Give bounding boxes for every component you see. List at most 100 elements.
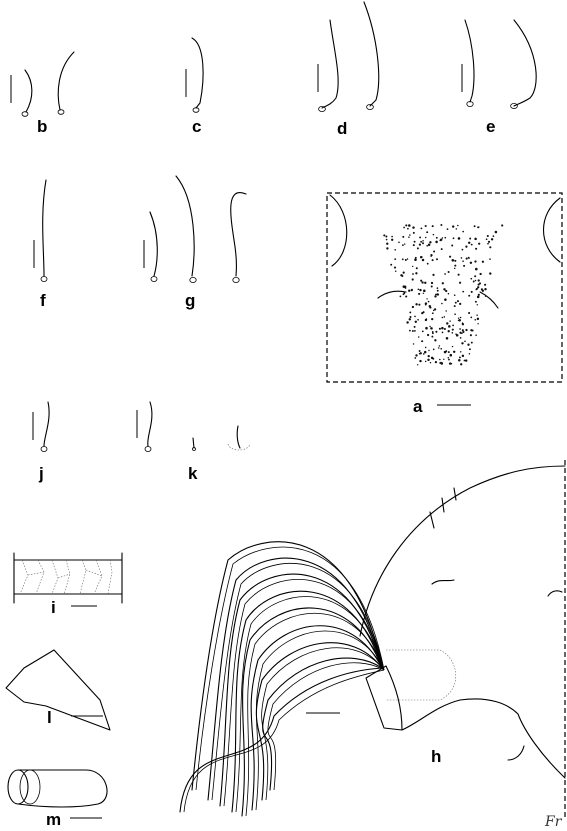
- panel-m: m: [7, 769, 108, 829]
- pore-dot: [420, 256, 423, 258]
- pore-dot: [474, 318, 477, 321]
- filament-7: [255, 642, 383, 801]
- pore-dot: [418, 350, 421, 352]
- panel-label-f: f: [40, 291, 46, 310]
- body-outline-h: [359, 465, 566, 637]
- pore-dot: [443, 288, 446, 291]
- pore-dot: [433, 308, 437, 311]
- pore-dot: [390, 263, 393, 266]
- pore-dot: [411, 278, 414, 281]
- pore-dot: [446, 228, 449, 230]
- pore-dot: [431, 225, 434, 228]
- pore-dot: [444, 298, 447, 301]
- pore-dot: [462, 260, 464, 262]
- seta-drawing-d1: [321, 19, 339, 109]
- pore-dot: [480, 288, 483, 291]
- pore-dot: [465, 245, 468, 248]
- pore-dot: [470, 329, 473, 332]
- pore-dot: [465, 328, 468, 332]
- seta-drawing-j: [43, 401, 50, 447]
- pore-dot: [461, 342, 464, 345]
- pore-dot: [474, 237, 477, 241]
- pore-dot: [438, 358, 441, 361]
- filament-inner-4: [235, 596, 385, 813]
- pore-dot: [424, 281, 427, 284]
- filament-inner-5: [245, 612, 385, 817]
- pore-dot: [420, 240, 423, 243]
- pore-dot: [439, 238, 443, 241]
- pore-dot: [406, 258, 409, 260]
- pore-dot: [441, 326, 444, 330]
- filament-bundle: [179, 541, 385, 817]
- pore-dot: [445, 289, 448, 293]
- filament-inner-8: [267, 662, 385, 791]
- pore-dot: [424, 360, 427, 363]
- pore-dot: [452, 350, 456, 354]
- pore-dot: [431, 312, 434, 315]
- seta-drawing-g2: [175, 175, 195, 277]
- pore-dot: [431, 335, 434, 338]
- pore-dot: [414, 315, 416, 318]
- pore-dot: [419, 352, 422, 355]
- seta-drawing-k3: [236, 425, 241, 449]
- pore-dot: [420, 279, 423, 282]
- pore-dot: [418, 243, 421, 246]
- panel-e: e: [461, 19, 537, 136]
- pore-dot: [436, 258, 438, 261]
- pore-dot: [441, 237, 444, 239]
- pore-dot: [429, 361, 432, 364]
- pore-dot: [456, 300, 460, 303]
- pore-dot: [408, 236, 410, 238]
- pore-dot: [441, 282, 444, 285]
- pore-dot: [429, 325, 431, 328]
- panel-d: d: [317, 1, 380, 138]
- pore-dot: [443, 350, 447, 354]
- panel-label-i: i: [51, 598, 56, 617]
- seta-drawing-g1: [149, 211, 158, 277]
- pore-dot: [477, 293, 480, 296]
- pore-dot: [432, 233, 435, 236]
- pore-dot: [469, 261, 473, 265]
- pore-dot: [444, 273, 446, 275]
- pore-dot: [475, 247, 478, 250]
- pore-dot: [470, 277, 473, 280]
- pore-dot: [394, 258, 397, 261]
- seta-socket-d1: [318, 106, 326, 113]
- pore-dot: [467, 343, 470, 346]
- pore-dot: [460, 257, 463, 259]
- tube-base-h: [365, 665, 403, 731]
- panel-label-a: a: [413, 397, 423, 416]
- pore-dot: [393, 266, 397, 269]
- pore-dot: [444, 236, 447, 239]
- seta-socket-f: [40, 276, 48, 282]
- pore-dot: [489, 246, 492, 249]
- pore-dot: [408, 289, 411, 292]
- pore-dot: [447, 292, 450, 295]
- pore-dot: [399, 295, 402, 298]
- egg-cap-m-2: [19, 769, 41, 805]
- pore-dot: [462, 330, 465, 334]
- seta-socket-b2: [57, 109, 65, 115]
- sclerite-outline-l: [5, 649, 111, 731]
- pore-dot: [430, 285, 433, 288]
- pore-dot: [446, 322, 449, 325]
- seta-base-k3: [227, 443, 251, 451]
- pore-dot: [435, 240, 438, 244]
- pore-dot: [462, 230, 465, 233]
- pore-dot: [426, 244, 429, 247]
- seta-drawing-e2: [513, 19, 537, 107]
- filament-6: [250, 625, 383, 811]
- filament-5: [241, 607, 383, 817]
- pore-dot: [461, 248, 464, 251]
- pore-dot: [463, 264, 466, 267]
- seta-socket-g1: [150, 276, 158, 282]
- pore-dot: [478, 282, 482, 285]
- pore-dot: [440, 248, 443, 251]
- pore-dot: [403, 291, 406, 294]
- signature: Fr: [544, 814, 563, 830]
- pore-dot: [489, 258, 491, 260]
- pore-dot: [459, 337, 462, 339]
- pore-dot: [477, 279, 480, 282]
- pore-dot: [420, 227, 423, 230]
- filament-2: [207, 557, 383, 801]
